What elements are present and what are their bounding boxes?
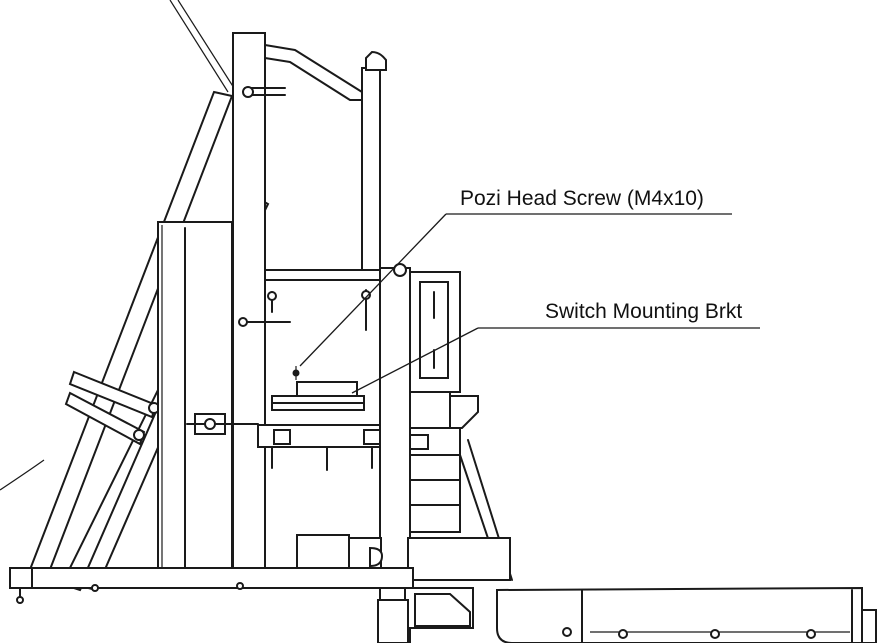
- rear-housing: [157, 221, 233, 571]
- foot-block: [377, 587, 474, 643]
- bracket-callout-label: Switch Mounting Brkt: [545, 300, 742, 323]
- clamp-rail: [186, 413, 409, 448]
- switch-mounting-bracket: [271, 366, 365, 411]
- main-column: [232, 32, 387, 571]
- right-block-assembly: [379, 263, 513, 643]
- screw-callout-label: Pozi Head Screw (M4x10): [460, 187, 704, 210]
- motor-block: [296, 534, 511, 581]
- extension-arm: [496, 586, 877, 643]
- base-beam: [9, 567, 414, 604]
- leader-lines: [299, 213, 760, 394]
